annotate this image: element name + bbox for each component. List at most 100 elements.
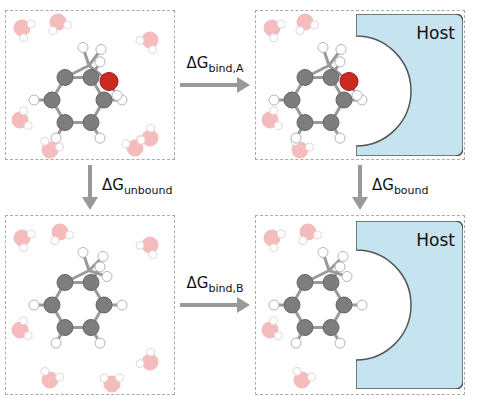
hydrogen-atom	[98, 251, 108, 261]
hydrogen-atom	[318, 247, 328, 257]
free-energy-label: ΔGunbound	[102, 177, 172, 197]
state-panel: Host	[255, 215, 465, 395]
reaction-arrow	[82, 165, 98, 210]
hydrogen-atom	[112, 90, 122, 100]
hydrogen-atom	[51, 133, 61, 143]
water-hydrogen	[49, 27, 57, 35]
water-hydrogen	[270, 107, 278, 115]
water-hydrogen	[27, 230, 35, 238]
hydrogen-atom	[29, 95, 39, 105]
water-hydrogen	[64, 21, 72, 29]
water-hydrogen	[24, 122, 32, 130]
carbon-atom	[297, 274, 313, 290]
host-body	[356, 221, 463, 389]
water-hydrogen	[147, 124, 155, 132]
carbon-atom	[44, 92, 60, 108]
carbon-atom	[44, 297, 60, 313]
water-hydrogen	[56, 373, 64, 381]
hydrogen-atom	[96, 44, 106, 54]
carbon-atom	[323, 320, 339, 336]
carbon-atom	[57, 69, 73, 85]
label-main: ΔG	[102, 176, 124, 194]
label-subscript: unbound	[124, 184, 173, 197]
carbon-atom	[83, 320, 99, 336]
label-subscript: bound	[394, 184, 429, 197]
reaction-arrow	[180, 297, 250, 313]
hydrogen-atom	[117, 300, 127, 310]
water-hydrogen	[149, 251, 157, 259]
water-hydrogen	[20, 317, 28, 325]
water-hydrogen	[277, 20, 285, 28]
reaction-arrow	[352, 165, 368, 210]
hydrogen-atom	[342, 271, 352, 281]
water-hydrogen	[122, 140, 130, 148]
arrow-head	[237, 77, 250, 93]
carbon-atom	[83, 115, 99, 131]
water-hydrogen	[51, 237, 59, 245]
water-hydrogen	[136, 36, 144, 44]
carbon-atom	[323, 69, 339, 85]
arrow-shaft	[88, 165, 92, 199]
bond-group	[20, 22, 362, 384]
hydrogen-atom	[95, 133, 105, 143]
hydrogen-atom	[335, 57, 345, 67]
atom-group	[12, 14, 367, 392]
carbon-atom	[284, 92, 300, 108]
hydrogen-atom	[335, 262, 345, 272]
label-main: ΔG	[187, 274, 209, 292]
water-hydrogen	[277, 230, 285, 238]
water-hydrogen	[308, 373, 316, 381]
water-hydrogen	[306, 143, 314, 151]
water-hydrogen	[41, 137, 49, 145]
hydrogen-atom	[78, 247, 88, 257]
state-panel	[5, 10, 175, 160]
carbon-atom	[284, 297, 300, 313]
hydrogen-atom	[336, 44, 346, 54]
water-hydrogen	[296, 27, 304, 35]
hydrogen-atom	[29, 300, 39, 310]
water-hydrogen	[299, 237, 307, 245]
water-hydrogen	[270, 244, 278, 252]
free-energy-label: ΔGbound	[372, 177, 429, 197]
water-hydrogen	[66, 231, 74, 239]
water-hydrogen	[149, 46, 157, 54]
label-subscript: bind,B	[208, 282, 243, 295]
node-label: Host	[356, 221, 463, 250]
hydrogen-atom	[335, 133, 345, 143]
water-hydrogen	[274, 122, 282, 130]
hydrogen-atom	[318, 42, 328, 52]
water-hydrogen	[311, 21, 319, 29]
arrow-shaft	[180, 83, 239, 87]
carbon-atom	[323, 274, 339, 290]
hydrogen-atom	[95, 338, 105, 348]
oxygen-atom	[100, 72, 118, 90]
reaction-arrow	[180, 77, 250, 93]
water-hydrogen	[314, 231, 322, 239]
carbon-atom	[336, 92, 352, 108]
water-hydrogen	[136, 241, 144, 249]
hydrogen-atom	[95, 57, 105, 67]
water-hydrogen	[20, 107, 28, 115]
host-shape: Host	[356, 14, 463, 156]
hydrogen-atom	[291, 338, 301, 348]
hydrogen-atom	[269, 300, 279, 310]
hydrogen-atom	[291, 133, 301, 143]
hydrogen-atom	[51, 338, 61, 348]
water-hydrogen	[137, 136, 145, 144]
label-main: ΔG	[372, 176, 394, 194]
water-hydrogen	[20, 34, 28, 42]
carbon-atom	[336, 297, 352, 313]
water-hydrogen	[270, 34, 278, 42]
hydrogen-atom	[338, 251, 348, 261]
water-hydrogen	[274, 332, 282, 340]
host-shape: Host	[356, 221, 463, 389]
arrow-head	[352, 197, 368, 210]
water-hydrogen	[24, 332, 32, 340]
arrow-shaft	[358, 165, 362, 199]
carbon-atom	[297, 320, 313, 336]
water-hydrogen	[100, 374, 108, 382]
water-hydrogen	[270, 317, 278, 325]
carbon-atom	[96, 92, 112, 108]
state-panel	[5, 215, 175, 395]
hydrogen-atom	[357, 300, 367, 310]
